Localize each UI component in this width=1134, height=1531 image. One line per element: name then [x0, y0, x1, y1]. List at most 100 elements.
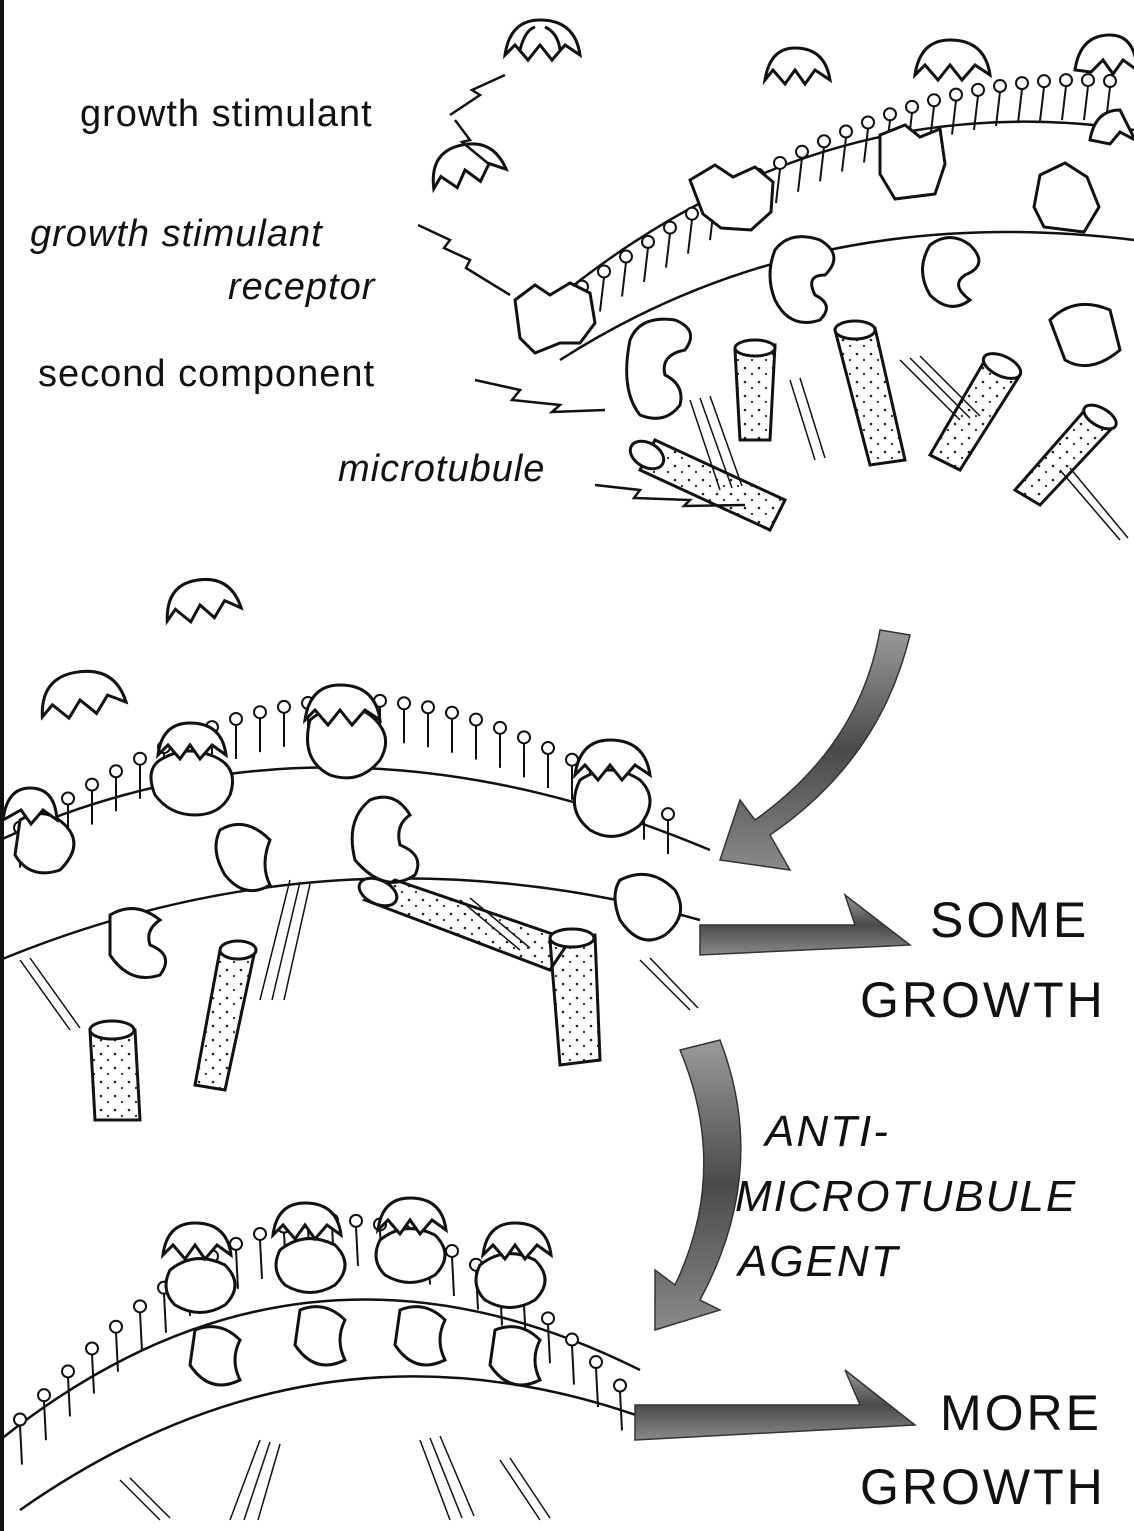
lipid-head	[278, 701, 290, 713]
label-agent-line3: AGENT	[738, 1240, 900, 1284]
lipid-head	[230, 713, 242, 725]
anti-microtubule-arrow	[655, 1040, 741, 1330]
lipid-head	[642, 236, 654, 248]
lipid-tail	[116, 1333, 118, 1372]
lipid-head	[598, 265, 610, 277]
lipid-head	[494, 722, 506, 734]
panel3-receptors	[166, 1229, 545, 1385]
lipid-tail	[798, 158, 802, 192]
lipid-tail	[260, 1240, 262, 1279]
lipid-head	[542, 742, 554, 754]
lipid-head	[542, 1312, 554, 1324]
lipid-tail	[620, 1391, 622, 1430]
more-growth-arrow	[635, 1370, 915, 1440]
lipid-tail	[864, 128, 868, 162]
label-more-growth: GROWTH	[860, 1462, 1106, 1512]
lipid-head	[446, 1245, 458, 1257]
lipid-head	[590, 1356, 602, 1368]
lipid-head	[38, 1389, 50, 1401]
lipid-tail	[974, 96, 978, 130]
lipid-tail	[164, 1294, 166, 1333]
lipid-tail	[688, 220, 692, 254]
lipid-head	[470, 714, 482, 726]
lipid-head	[774, 157, 786, 169]
lipid-head	[840, 125, 852, 137]
lipid-head	[906, 101, 918, 113]
lipid-head	[862, 116, 874, 128]
label-agent-line1: ANTI-	[765, 1110, 890, 1154]
lipid-tail	[548, 1324, 550, 1363]
lipid-head	[254, 1228, 266, 1240]
lipid-head	[110, 1321, 122, 1333]
lipid-head	[796, 146, 808, 158]
lipid-head	[1104, 75, 1116, 87]
lipid-head	[662, 808, 674, 820]
some-growth-arrow	[700, 895, 910, 955]
lipid-tail	[20, 1426, 22, 1465]
lipid-tail	[644, 248, 648, 282]
lipid-head	[928, 94, 940, 106]
lipid-head	[664, 222, 676, 234]
lipid-head	[1016, 77, 1028, 89]
label-more: MORE	[940, 1388, 1102, 1438]
panel3-hatching	[120, 1436, 550, 1520]
lipid-head	[422, 701, 434, 713]
curved-arrow-down	[720, 630, 910, 870]
lipid-tail	[842, 137, 846, 171]
label-second-component: second component	[38, 355, 375, 393]
lipid-tail	[596, 1368, 598, 1407]
lipid-head	[398, 697, 410, 709]
lipid-tail	[776, 169, 780, 203]
lipid-head	[566, 1334, 578, 1346]
label-microtubule: microtubule	[338, 450, 545, 488]
lipid-head	[818, 135, 830, 147]
lipid-tail	[1084, 86, 1088, 120]
panel1-membrane	[520, 122, 1134, 360]
lipid-head	[614, 1379, 626, 1391]
lipid-tail	[68, 1377, 70, 1416]
lipid-head	[446, 707, 458, 719]
lipid-tail	[1040, 87, 1044, 121]
lipid-head	[884, 108, 896, 120]
lipid-head	[994, 80, 1006, 92]
lipid-head	[134, 753, 146, 765]
lipid-tail	[1018, 89, 1022, 123]
lipid-tail	[1062, 86, 1066, 120]
lipid-head	[14, 1414, 26, 1426]
panel1-lipids	[554, 74, 1116, 342]
panel1-microtubules	[625, 321, 1120, 530]
lipid-head	[86, 779, 98, 791]
lipid-tail	[666, 234, 670, 268]
lipid-tail	[622, 263, 626, 297]
lipid-head	[1060, 74, 1072, 86]
label-growth-stimulant: growth stimulant	[80, 95, 373, 133]
lipid-tail	[92, 1354, 94, 1393]
label-some: SOME	[930, 895, 1089, 945]
label-some-growth: GROWTH	[860, 975, 1106, 1025]
lipid-head	[950, 89, 962, 101]
label-agent-line2: MICROTUBULE	[735, 1175, 1077, 1219]
lipid-head	[86, 1342, 98, 1354]
lipid-head	[62, 1365, 74, 1377]
lipid-head	[134, 1300, 146, 1312]
lipid-tail	[452, 1257, 454, 1296]
lipid-head	[230, 1238, 242, 1250]
lipid-head	[518, 731, 530, 743]
lipid-head	[686, 208, 698, 220]
lipid-head	[62, 793, 74, 805]
lipid-tail	[140, 1312, 142, 1351]
label-receptor-line2: receptor	[228, 268, 375, 306]
label-receptor-line1: growth stimulant	[30, 215, 323, 253]
lipid-head	[972, 84, 984, 96]
lipid-head	[1038, 75, 1050, 87]
lipid-tail	[356, 1227, 358, 1266]
panel2-microtubules	[90, 873, 600, 1120]
lipid-head	[620, 251, 632, 263]
lipid-head	[110, 765, 122, 777]
lipid-head	[254, 706, 266, 718]
lipid-tail	[600, 277, 604, 311]
lipid-tail	[572, 1346, 574, 1385]
lipid-tail	[952, 101, 956, 135]
lipid-head	[350, 1215, 362, 1227]
